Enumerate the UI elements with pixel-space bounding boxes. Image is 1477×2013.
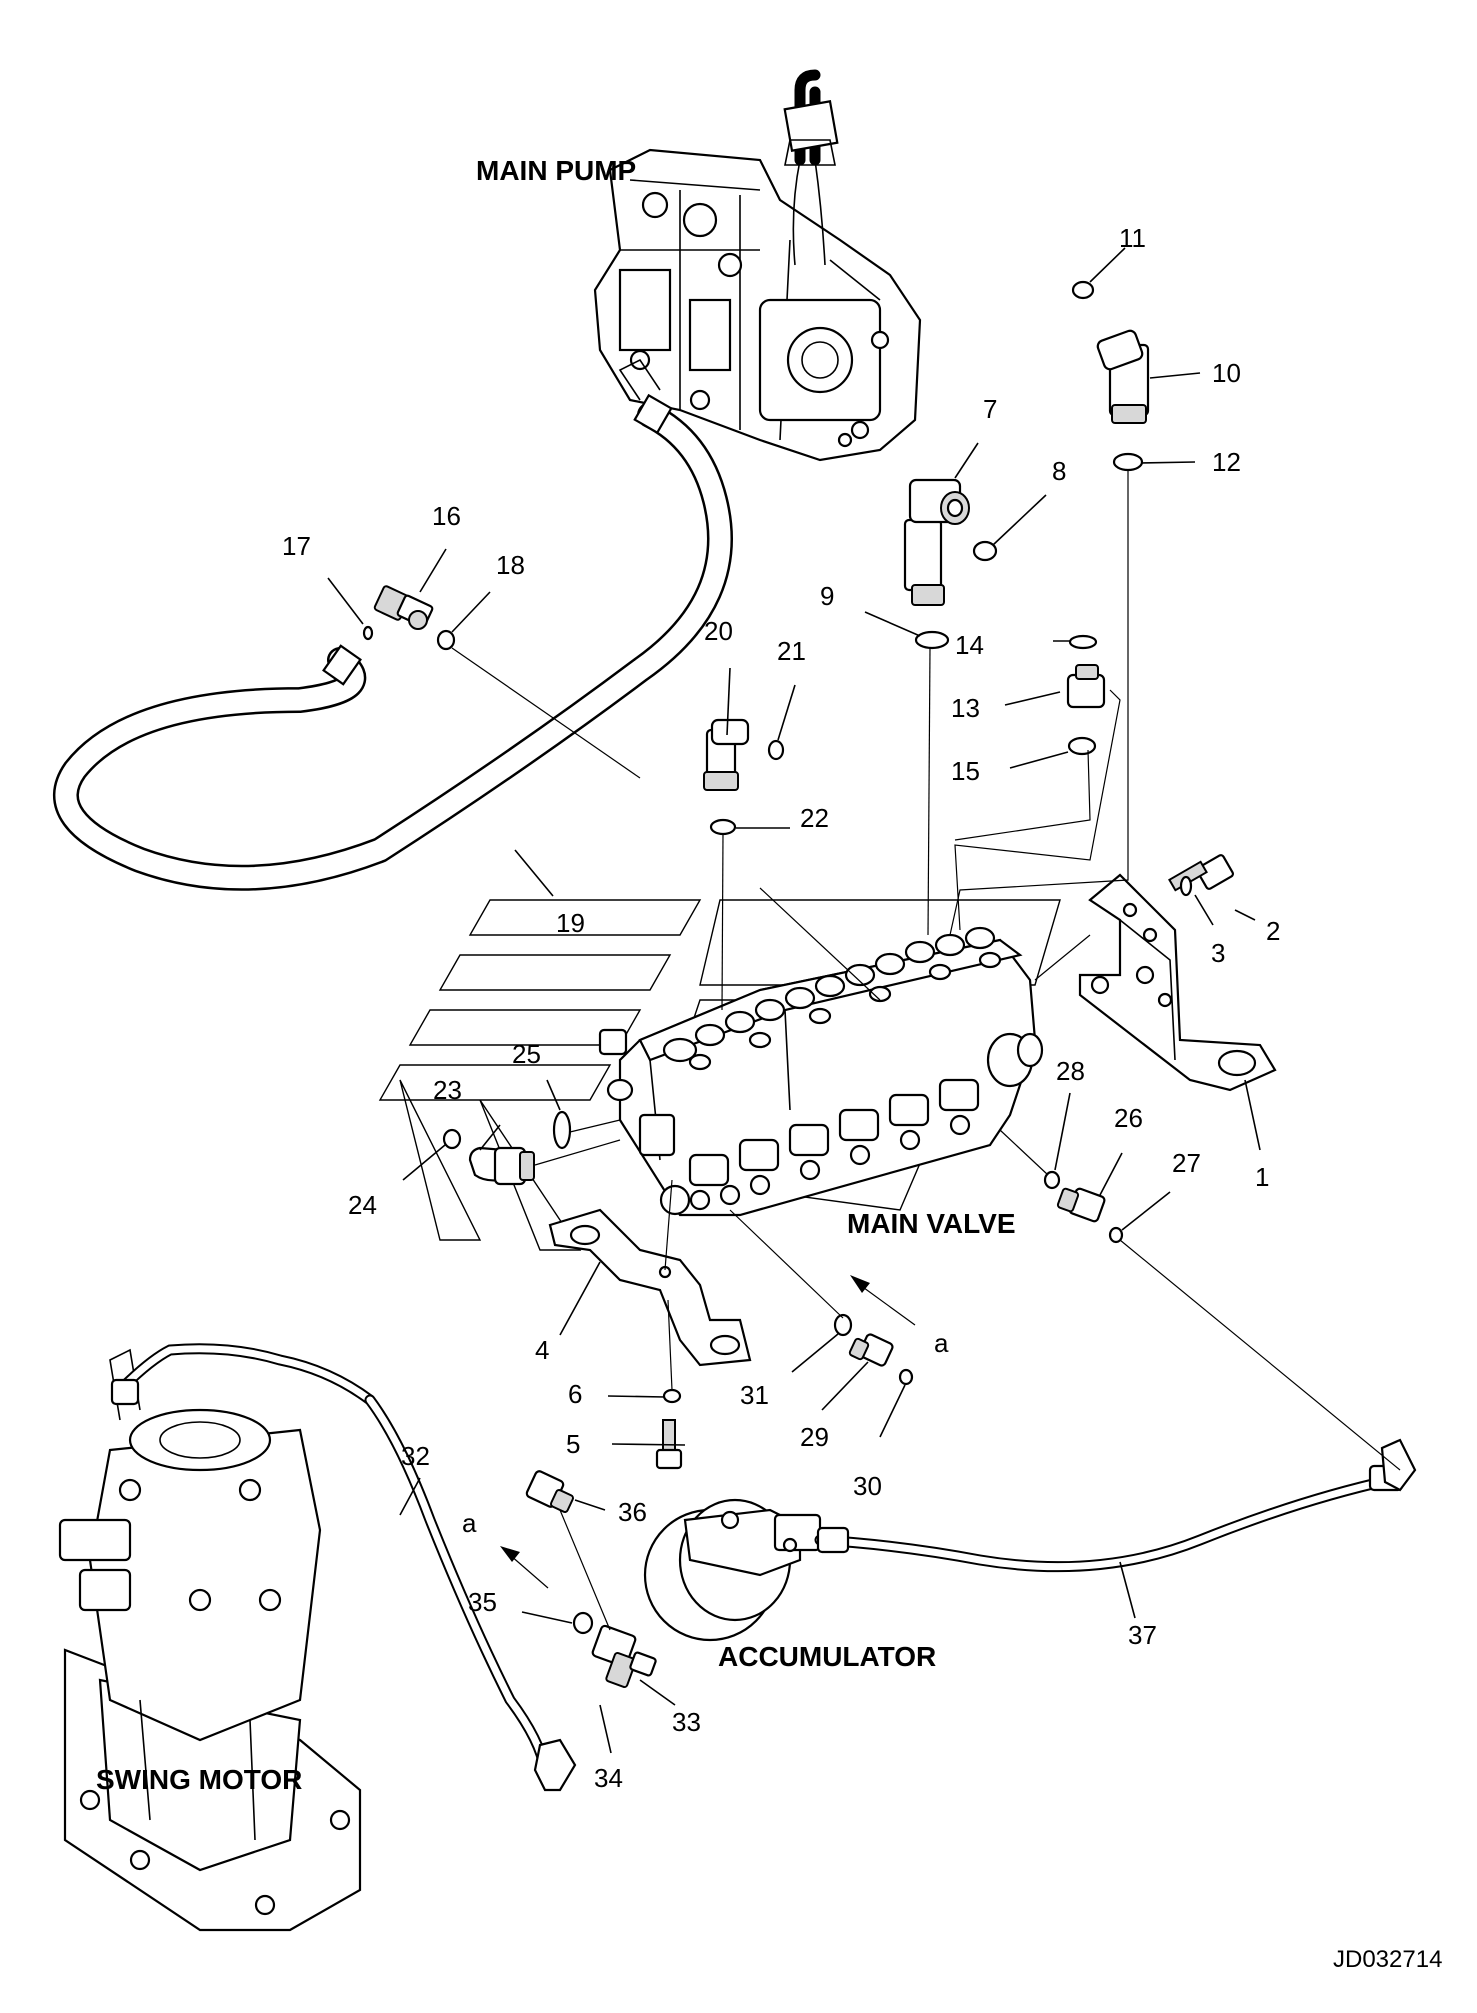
callout-7: 7	[983, 394, 997, 424]
callout-28: 28	[1056, 1056, 1085, 1086]
part-11-o-ring	[1071, 280, 1095, 300]
part-28-o-ring	[1043, 1170, 1061, 1190]
part-27-o-ring	[1108, 1226, 1124, 1244]
hose-19	[53, 358, 733, 891]
callout-3: 3	[1211, 938, 1225, 968]
part-13-plug	[1066, 664, 1106, 709]
part-10-elbow-fitting	[1096, 329, 1150, 424]
callout-23: 23	[433, 1075, 462, 1105]
swing-motor-illustration	[58, 1348, 362, 1932]
callout-numbers: 1 2 3 4 5 6 7 8 9 10 11 12 13 14 15 16 1…	[282, 223, 1280, 1793]
part-20-elbow-fitting	[703, 718, 750, 791]
part-23-elbow-fitting	[468, 1146, 535, 1186]
part-17-o-ring	[362, 625, 374, 641]
callout-34: 34	[594, 1763, 623, 1793]
callout-1: 1	[1255, 1162, 1269, 1192]
part-5-bolt	[655, 1419, 683, 1470]
callout-17: 17	[282, 531, 311, 561]
callout-20: 20	[704, 616, 733, 646]
callout-25: 25	[512, 1039, 541, 1069]
callout-15: 15	[951, 756, 980, 786]
part-7-elbow-fitting	[903, 478, 970, 606]
swing-motor-pipe	[110, 1343, 376, 1406]
callout-8: 8	[1052, 456, 1066, 486]
callout-26: 26	[1114, 1103, 1143, 1133]
part-30-o-ring	[898, 1368, 914, 1386]
callout-2: 2	[1266, 916, 1280, 946]
callout-16: 16	[432, 501, 461, 531]
callout-9: 9	[820, 581, 834, 611]
connection-mark-a-valve: a	[934, 1328, 949, 1358]
callout-31: 31	[740, 1380, 769, 1410]
callout-24: 24	[348, 1190, 377, 1220]
callout-30: 30	[853, 1471, 882, 1501]
callout-11: 11	[1119, 223, 1146, 253]
part-16-fitting	[373, 585, 434, 630]
accumulator-illustration	[643, 1498, 822, 1642]
part-37-hose	[814, 1438, 1417, 1573]
callout-22: 22	[800, 803, 829, 833]
callout-18: 18	[496, 550, 525, 580]
callout-6: 6	[568, 1379, 582, 1409]
part-29-plug	[848, 1333, 894, 1367]
callout-5: 5	[566, 1429, 580, 1459]
accumulator-label: ACCUMULATOR	[718, 1641, 936, 1672]
callout-35: 35	[468, 1587, 497, 1617]
part-33-tee-fitting	[591, 1624, 657, 1689]
part-9-o-ring	[914, 630, 950, 650]
part-18-o-ring	[436, 629, 456, 651]
main-pump-label: MAIN PUMP	[476, 155, 636, 186]
swing-motor-label: SWING MOTOR	[96, 1764, 302, 1795]
part-24-o-ring	[442, 1128, 462, 1150]
callout-12: 12	[1212, 447, 1241, 477]
part-21-o-ring	[767, 739, 785, 761]
callout-33: 33	[672, 1707, 701, 1737]
part-8-o-ring	[972, 540, 998, 562]
part-32-pipe	[364, 1394, 577, 1792]
callout-10: 10	[1212, 358, 1241, 388]
main-valve-illustration	[598, 926, 1044, 1217]
callout-21: 21	[777, 636, 806, 666]
callout-36: 36	[618, 1497, 647, 1527]
part-22-o-ring	[709, 818, 737, 836]
connection-mark-a-fitting: a	[462, 1508, 477, 1538]
part-31-o-ring	[833, 1313, 853, 1337]
part-14-o-ring	[1068, 634, 1098, 650]
part-6-washer	[662, 1388, 682, 1404]
callout-32: 32	[401, 1441, 430, 1471]
callout-37: 37	[1128, 1620, 1157, 1650]
main-valve-label: MAIN VALVE	[847, 1208, 1016, 1239]
callout-13: 13	[951, 693, 980, 723]
callout-29: 29	[800, 1422, 829, 1452]
callout-4: 4	[535, 1335, 549, 1365]
callout-leaders	[327, 247, 1261, 1754]
assembly-lines	[451, 470, 1401, 1631]
callout-14: 14	[955, 630, 984, 660]
part-36-fitting	[525, 1470, 574, 1513]
callout-19: 19	[556, 908, 585, 938]
part-35-o-ring	[572, 1611, 594, 1635]
part-1-bracket	[1078, 873, 1277, 1092]
part-15-o-ring	[1067, 736, 1097, 756]
main-pump-illustration	[593, 69, 922, 462]
part-25-o-ring	[552, 1110, 572, 1150]
part-3-washer	[1179, 875, 1193, 897]
part-4-bracket	[548, 1208, 752, 1367]
part-26-plug	[1056, 1187, 1106, 1223]
drawing-code: JD032714	[1333, 1946, 1442, 1973]
callout-27: 27	[1172, 1148, 1201, 1178]
part-2-bolt	[1168, 854, 1234, 892]
part-12-o-ring	[1112, 452, 1144, 472]
